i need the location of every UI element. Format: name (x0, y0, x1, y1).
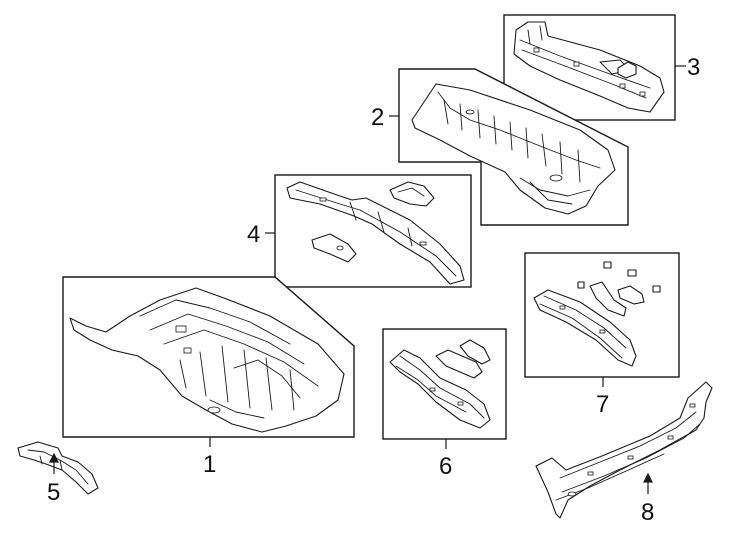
side-rail-clip-c[interactable] (652, 285, 661, 293)
callout-6: 6 (439, 453, 452, 480)
part-group-1: 1 (62, 276, 355, 478)
part-group-8: 8 (535, 381, 713, 526)
crossmember-bracket[interactable] (311, 233, 357, 263)
crossmember-reinforcement[interactable] (389, 181, 435, 207)
side-rail-bracket[interactable] (617, 285, 645, 305)
callout-8: 8 (641, 499, 654, 526)
callout-1: 1 (203, 451, 216, 478)
callout-7: 7 (596, 391, 609, 418)
front-rail-part[interactable] (389, 349, 491, 429)
callout-4: 4 (247, 221, 260, 248)
front-rail-reinforcement[interactable] (435, 349, 483, 379)
front-floor-pan-part[interactable] (69, 287, 345, 433)
rear-crossmember-bracket[interactable] (617, 61, 637, 79)
rocker-panel-part[interactable] (535, 381, 713, 519)
side-rail-reinforcement[interactable] (589, 281, 627, 317)
side-rail-clip-d[interactable] (577, 281, 585, 289)
part-group-2: 2 (371, 68, 629, 226)
rear-floor-pan-part[interactable] (411, 83, 616, 215)
side-rail-clip-b[interactable] (627, 269, 637, 277)
part-group-5: 5 (17, 441, 99, 506)
callout-2: 2 (371, 104, 384, 131)
part-frame-7 (524, 252, 680, 378)
crossmember-part[interactable] (286, 181, 465, 285)
side-rail-clip-a[interactable] (603, 261, 612, 269)
part-group-4: 4 (247, 174, 472, 288)
callout-5: 5 (47, 479, 60, 506)
callout-3: 3 (687, 54, 700, 81)
part-group-6: 6 (382, 328, 507, 480)
floor-bracket-part[interactable] (17, 441, 99, 495)
front-rail-bracket[interactable] (459, 339, 491, 365)
part-group-7: 7 (524, 252, 680, 418)
